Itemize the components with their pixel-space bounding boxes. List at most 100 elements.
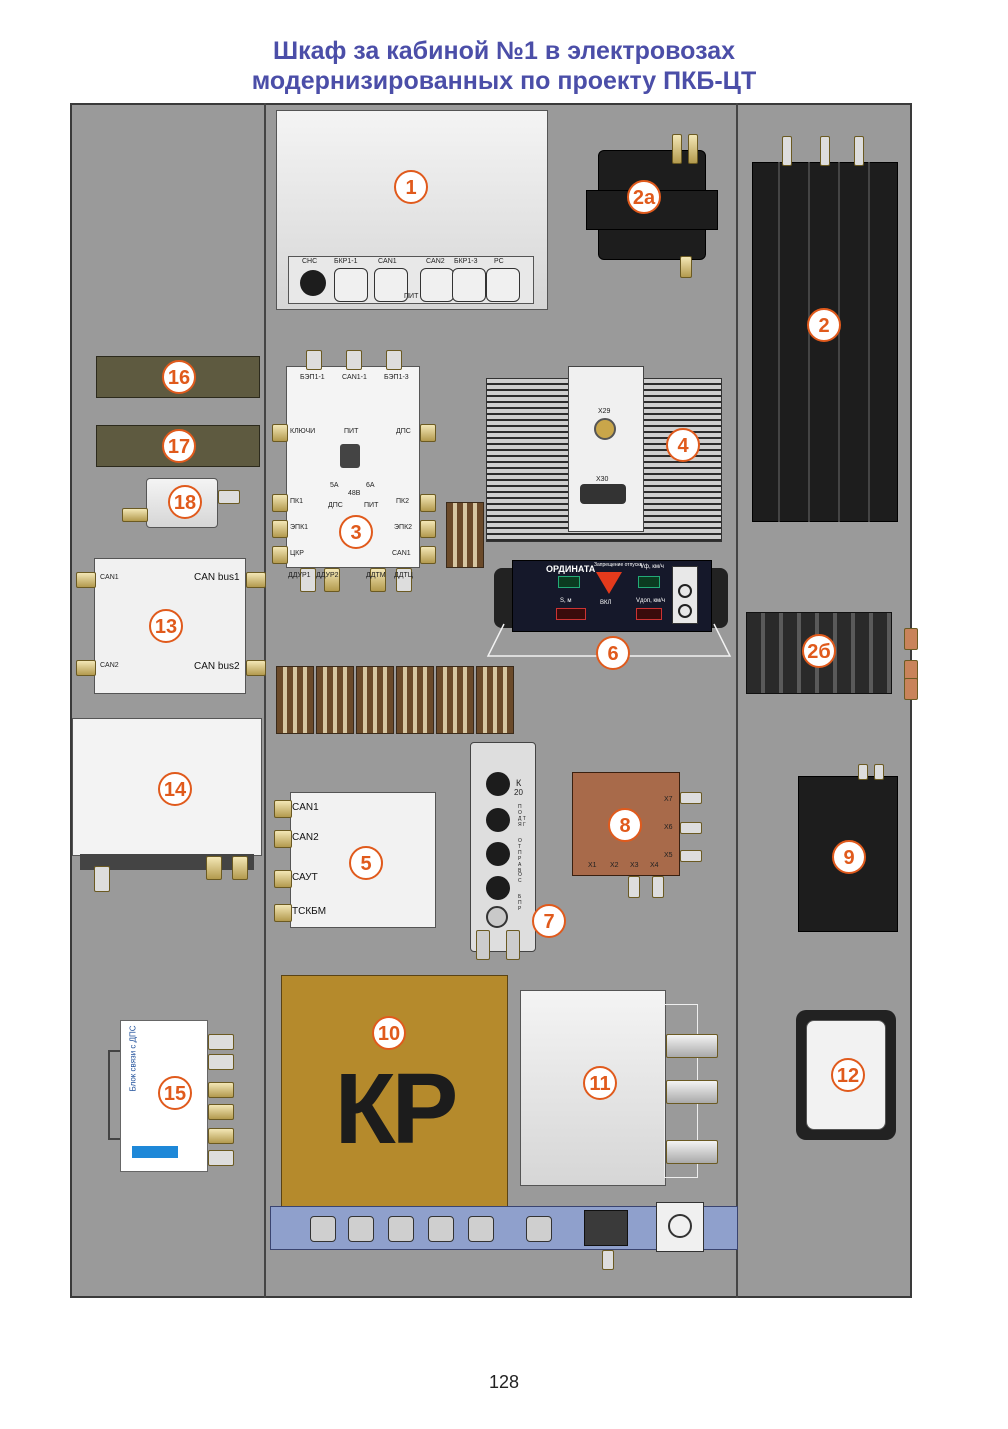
unit-1-socket [452, 268, 486, 302]
unit-7-button [486, 842, 510, 866]
unit-15-connector [208, 1082, 234, 1098]
unit-8-label: X2 [610, 862, 619, 869]
unit-3-connector-bottom [300, 568, 316, 592]
strip-socket [348, 1216, 374, 1242]
unit-1-socket [334, 268, 368, 302]
unit-3-label: 6А [366, 482, 375, 489]
unit-3-toggle-switch [340, 444, 360, 468]
badge-1: 1 [394, 170, 428, 204]
unit-8-label: X1 [588, 862, 597, 869]
unit-13-connector [76, 572, 96, 588]
unit-15-connector [208, 1104, 234, 1120]
unit-2a-fitting [672, 134, 682, 164]
unit-9-fitting [858, 764, 868, 780]
unit-7-label: О Т П Р А В [518, 838, 522, 874]
badge-5: 5 [349, 846, 383, 880]
strip-socket [428, 1216, 454, 1242]
unit-15-connector [208, 1054, 234, 1070]
unit-6-vkl-label: ВКЛ [600, 600, 612, 606]
unit-8-label: X5 [664, 852, 673, 859]
unit-2-radiator [752, 162, 898, 522]
unit-5-label: CAN2 [292, 832, 319, 843]
unit-3-label: ДДУР2 [316, 572, 339, 579]
strip-socket [310, 1216, 336, 1242]
unit-6-brand: ОРДИНАТА [546, 564, 596, 574]
unit-5-label: САУТ [292, 872, 318, 883]
unit-13-label: CAN bus2 [194, 661, 240, 672]
badge-14: 14 [158, 772, 192, 806]
unit-13-label: CAN2 [100, 662, 119, 669]
unit-3-connector-right [420, 424, 436, 442]
unit-7-label: П О Д Т Я Г [518, 804, 526, 828]
unit-13-connector [246, 660, 266, 676]
unit-3-label: ПК2 [396, 498, 410, 505]
unit-13-connector [246, 572, 266, 588]
unit-5-connector [274, 830, 292, 848]
strip-cable [602, 1250, 614, 1270]
terminal-block [316, 666, 354, 734]
unit-8-label: X7 [664, 796, 673, 803]
terminal-block [396, 666, 434, 734]
unit-2b-terminal [904, 678, 918, 700]
unit-7-label: О С [518, 872, 522, 884]
unit-7-label: 20 [514, 788, 523, 797]
unit-6-vf-label: Vф, км/ч [640, 564, 664, 570]
strip-socket [388, 1216, 414, 1242]
unit-3-label: ДПС [396, 428, 411, 435]
unit-8-label: X3 [630, 862, 639, 869]
terminal-block [446, 502, 484, 568]
unit-2-fitting [854, 136, 864, 166]
unit-10-kp-label: КР [334, 1053, 459, 1165]
unit-15-bracket [108, 1050, 120, 1140]
badge-17: 17 [162, 429, 196, 463]
unit-1-label: PC [494, 258, 504, 265]
unit-15-blue-strip [132, 1146, 178, 1158]
terminal-block [436, 666, 474, 734]
unit-3-connector-right [420, 546, 436, 564]
right-divider [736, 103, 738, 1298]
unit-18-connector [122, 508, 148, 522]
unit-15-connector [208, 1034, 234, 1050]
unit-4-x30-label: X30 [596, 476, 609, 483]
badge-3: 3 [339, 515, 373, 549]
unit-2-fin [808, 162, 810, 522]
unit-6-button [678, 604, 692, 618]
unit-13-label: CAN1 [100, 574, 119, 581]
unit-14-connector [206, 856, 222, 880]
unit-1-label: CAN2 [426, 258, 445, 265]
unit-2-fitting [782, 136, 792, 166]
badge-9: 9 [832, 840, 866, 874]
unit-2-fin [838, 162, 840, 522]
unit-3-connector-bottom [324, 568, 340, 592]
unit-3-connector-bottom [396, 568, 412, 592]
unit-4-center-plate [568, 366, 644, 532]
unit-7-button [486, 906, 508, 928]
unit-3-label: ЦКР [290, 550, 304, 557]
unit-9-fitting [874, 764, 884, 780]
unit-6-digit-display [556, 608, 586, 620]
unit-6-digit-display [558, 576, 580, 588]
badge-6: 6 [596, 636, 630, 670]
unit-14-connector [94, 866, 110, 892]
badge-2: 2 [807, 308, 841, 342]
unit-3-connector-top [346, 350, 362, 370]
badge-2b: 2б [802, 634, 836, 668]
power-outlet-icon [668, 1214, 692, 1238]
unit-3-label: БЭП1-3 [384, 374, 409, 381]
badge-15: 15 [158, 1076, 192, 1110]
unit-5-label: CAN1 [292, 802, 319, 813]
unit-3-connector-left [272, 494, 288, 512]
unit-6-digit-display [636, 608, 662, 620]
unit-1-label: БКР1-1 [334, 258, 358, 265]
unit-15-connector [208, 1150, 234, 1166]
unit-9-block [798, 776, 898, 932]
unit-1-socket [486, 268, 520, 302]
badge-10: 10 [372, 1016, 406, 1050]
unit-3-connector-bottom [370, 568, 386, 592]
unit-8-connector [680, 822, 702, 834]
unit-15-label: Блок связи с ДПС [128, 1025, 138, 1092]
page-title-line-1: Шкаф за кабиной №1 в электровозах [272, 37, 736, 65]
unit-3-label: БЭП1-1 [300, 374, 325, 381]
unit-6-vdop-label: Vдоп, км/ч [636, 598, 665, 604]
unit-3-label: CAN1-1 [342, 374, 367, 381]
